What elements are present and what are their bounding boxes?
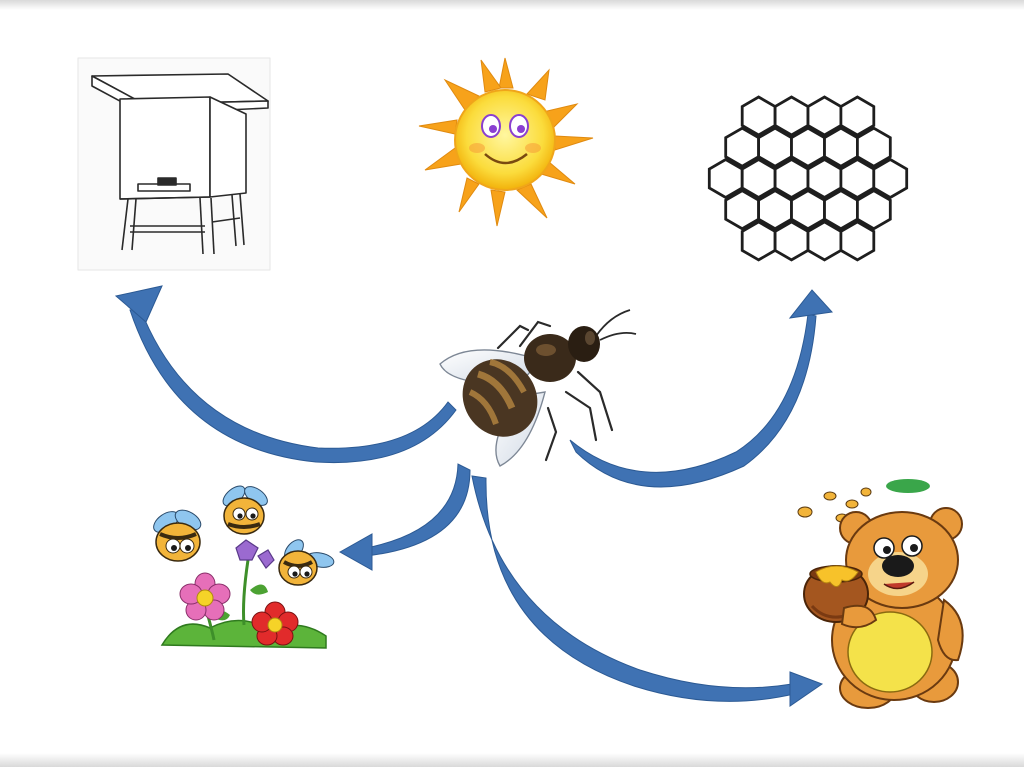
honeycomb-icon (709, 97, 906, 260)
honeycomb-cell (726, 191, 759, 229)
cartoon-bee-icon (150, 506, 204, 561)
honeycomb-cell (792, 191, 825, 229)
arrow-head (790, 290, 832, 318)
honeycomb-cell (841, 222, 874, 260)
honeycomb-cell (742, 97, 775, 135)
honeycomb-cell (825, 191, 858, 229)
flowers-icon (150, 482, 335, 648)
sun-icon (419, 58, 593, 226)
arrow-shaft (472, 476, 794, 701)
arrow-to-flowers-with-bees (340, 464, 470, 570)
honeycomb-cell (874, 160, 907, 198)
arrow-shaft (570, 314, 816, 487)
honeycomb-cell (808, 222, 841, 260)
arrow-head (790, 672, 822, 706)
beehive-icon (78, 58, 270, 270)
honeycomb-cell (759, 191, 792, 229)
arrow-to-honeycomb (570, 290, 832, 487)
honeycomb-cell (792, 128, 825, 166)
bee-icon (440, 310, 636, 466)
honeycomb-cell (726, 128, 759, 166)
honeycomb-cell (841, 97, 874, 135)
honeycomb-cell (775, 222, 808, 260)
honeycomb-cell (857, 191, 890, 229)
honeycomb-cell (775, 97, 808, 135)
arrow-head (340, 534, 372, 570)
honeycomb-cell (825, 128, 858, 166)
honeycomb-cell (808, 97, 841, 135)
cartoon-bee-icon (220, 482, 271, 534)
honeycomb-cell (742, 160, 775, 198)
honeycomb-cell (808, 160, 841, 198)
honeycomb-cell (742, 222, 775, 260)
arrow-shaft (366, 464, 470, 556)
bear-icon (798, 479, 963, 708)
honeycomb-cell (857, 128, 890, 166)
arrow-to-beehive (116, 286, 456, 463)
honeycomb-cell (841, 160, 874, 198)
cartoon-bee-icon (279, 536, 335, 585)
arrow-shaft (130, 308, 456, 463)
honeycomb-cell (759, 128, 792, 166)
honeycomb-cell (775, 160, 808, 198)
honeycomb-cell (709, 160, 742, 198)
arrow-to-bear-with-honey (472, 476, 822, 706)
